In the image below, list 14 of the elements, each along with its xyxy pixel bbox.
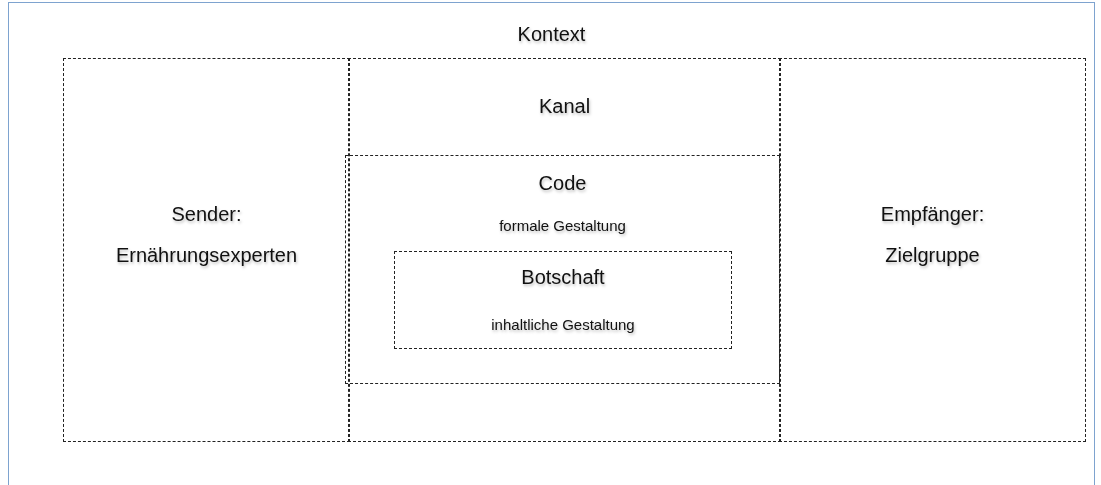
heading: Botschaft [521,265,605,289]
dashed-box [394,251,732,349]
dashed-box [345,155,780,384]
dashed-box [63,58,350,442]
heading: Kontext [517,22,586,46]
dashed-box [348,58,781,442]
heading: Code [538,171,587,195]
subheading: inhaltliche Gestaltung [491,316,635,334]
subheading: formale Gestaltung [499,217,626,235]
frame [8,2,1095,485]
sender-label: Sender: Ernährungsexperten [114,202,299,268]
heading: Kanal [538,94,591,118]
receiver-label: Empfänger: Zielgruppe [879,202,986,268]
dashed-box [779,58,1086,442]
